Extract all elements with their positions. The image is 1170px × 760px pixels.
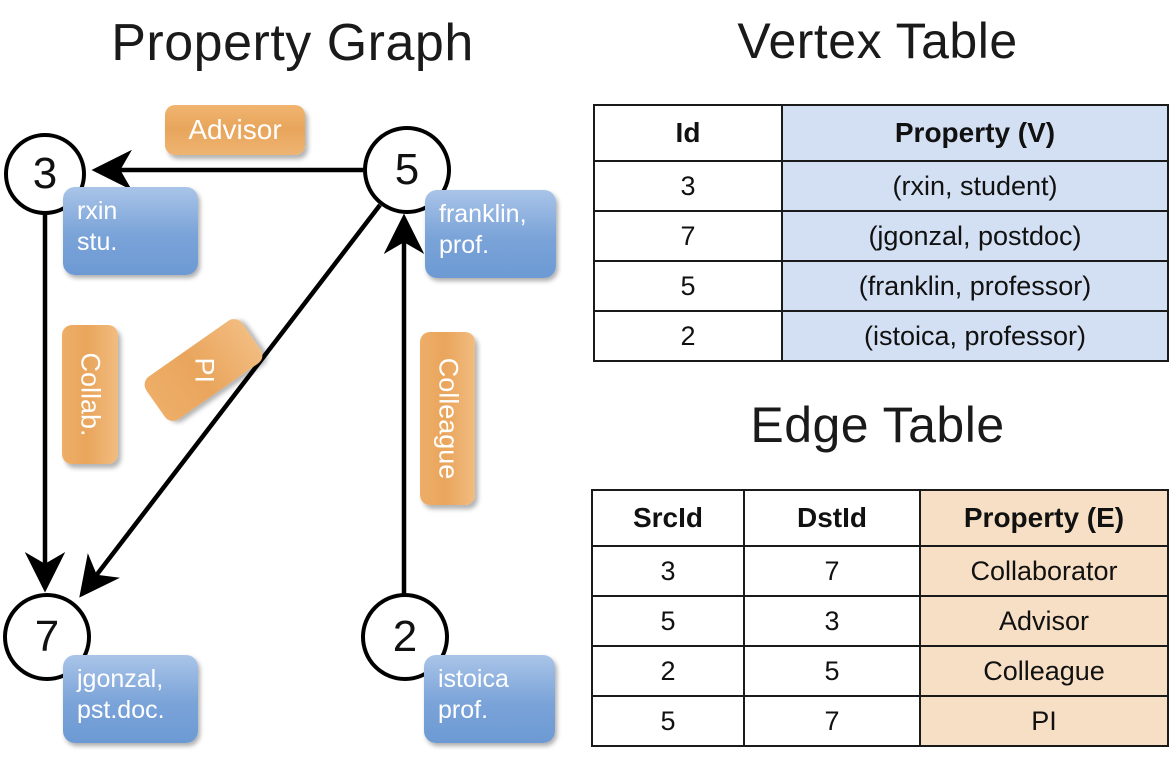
- table-row[interactable]: 5 7 PI: [591, 695, 1169, 747]
- graph-node-5-label: 5: [394, 145, 420, 194]
- vertex-row-2-property: (franklin, professor): [781, 260, 1169, 312]
- edge-label-advisor-text: Advisor: [188, 114, 282, 145]
- vertex-property-box-7-line1: jgonzal,: [77, 665, 164, 693]
- edge-label-collaborator: Collab.: [62, 325, 118, 464]
- edge-label-pi-text: PI: [188, 357, 219, 383]
- edge-table-header-row: SrcId DstId Property (E): [591, 489, 1169, 547]
- vertex-property-box-2: istoica prof.: [424, 655, 555, 743]
- table-row[interactable]: 2 (istoica, professor): [593, 310, 1169, 362]
- edge-label-collaborator-text: Collab.: [75, 352, 106, 437]
- vertex-property-box-7: jgonzal, pst.doc.: [63, 655, 198, 743]
- edge-5-to-7-pi: [79, 203, 382, 598]
- graph-node-2[interactable]: 2: [361, 593, 449, 681]
- edge-row-0-src: 3: [591, 545, 745, 597]
- vertex-table-header-row: Id Property (V): [593, 104, 1169, 162]
- page-title-vertex-table: Vertex Table: [737, 13, 1018, 69]
- edge-label-advisor: Advisor: [165, 105, 305, 155]
- edge-row-2-dst: 5: [743, 645, 921, 697]
- edge-row-3-property: PI: [919, 695, 1169, 747]
- edge-row-1-src: 5: [591, 595, 745, 647]
- vertex-property-box-5-line2: prof.: [439, 231, 490, 259]
- page-title-property-graph: Property Graph: [111, 14, 474, 72]
- edge-table-header-srcid: SrcId: [591, 489, 745, 547]
- vertex-row-0-property: (rxin, student): [781, 160, 1169, 212]
- edge-table: SrcId DstId Property (E) 3 7 Collaborato…: [591, 489, 1169, 747]
- table-row[interactable]: 2 5 Colleague: [591, 645, 1169, 697]
- vertex-table: Id Property (V) 3 (rxin, student) 7 (jgo…: [593, 104, 1169, 362]
- graph-node-3-label: 3: [32, 149, 58, 198]
- table-row[interactable]: 7 (jgonzal, postdoc): [593, 210, 1169, 262]
- edge-row-1-property: Advisor: [919, 595, 1169, 647]
- vertex-property-box-3: rxin stu.: [63, 187, 198, 275]
- table-row[interactable]: 3 (rxin, student): [593, 160, 1169, 212]
- vertex-property-box-3-line2: stu.: [77, 228, 118, 256]
- graph-edges-svg: [24, 149, 425, 598]
- edge-label-colleague-text: Colleague: [433, 357, 463, 480]
- edge-row-1-dst: 3: [743, 595, 921, 647]
- vertex-row-0-id: 3: [593, 160, 783, 212]
- vertex-row-3-id: 2: [593, 310, 783, 362]
- graph-node-7-label: 7: [34, 612, 60, 661]
- property-graph-diagram: 3 5 7 2 rxin stu. franklin, prof. jgonza…: [3, 105, 556, 743]
- graph-node-2-label: 2: [392, 612, 418, 661]
- table-row[interactable]: 3 7 Collaborator: [591, 545, 1169, 597]
- page-title-edge-table: Edge Table: [750, 397, 1005, 453]
- vertex-row-2-id: 5: [593, 260, 783, 312]
- edge-table-header-property: Property (E): [919, 489, 1169, 547]
- edge-row-2-property: Colleague: [919, 645, 1169, 697]
- edge-row-2-src: 2: [591, 645, 745, 697]
- edge-row-3-dst: 7: [743, 695, 921, 747]
- edge-row-0-dst: 7: [743, 545, 921, 597]
- vertex-property-box-5-line1: franklin,: [439, 200, 527, 228]
- edge-row-3-src: 5: [591, 695, 745, 747]
- vertex-row-3-property: (istoica, professor): [781, 310, 1169, 362]
- vertex-row-1-id: 7: [593, 210, 783, 262]
- edge-table-header-dstid: DstId: [743, 489, 921, 547]
- table-row[interactable]: 5 (franklin, professor): [593, 260, 1169, 312]
- table-row[interactable]: 5 3 Advisor: [591, 595, 1169, 647]
- vertex-property-box-5: franklin, prof.: [425, 190, 556, 278]
- edge-row-0-property: Collaborator: [919, 545, 1169, 597]
- vertex-property-box-7-line2: pst.doc.: [77, 696, 165, 724]
- vertex-property-box-2-line2: prof.: [438, 696, 489, 724]
- graph-node-5[interactable]: 5: [363, 126, 451, 214]
- edge-label-colleague: Colleague: [420, 332, 475, 505]
- vertex-table-header-property: Property (V): [781, 104, 1169, 162]
- vertex-property-box-3-line1: rxin: [77, 197, 118, 225]
- vertex-row-1-property: (jgonzal, postdoc): [781, 210, 1169, 262]
- vertex-table-header-id: Id: [593, 104, 783, 162]
- vertex-property-box-2-line1: istoica: [438, 665, 509, 693]
